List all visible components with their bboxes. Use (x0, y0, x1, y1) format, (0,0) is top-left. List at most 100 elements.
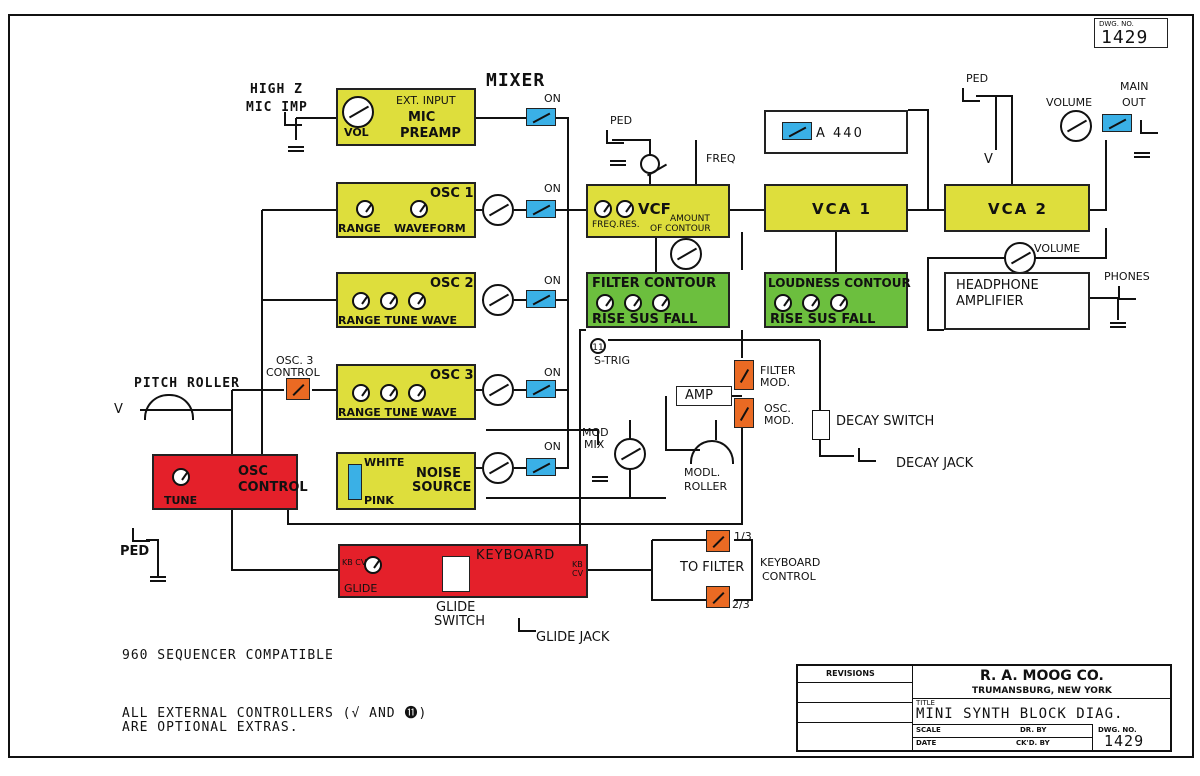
mixer-switch-osc2[interactable] (526, 290, 556, 308)
osc3-knob-labels: RANGE TUNE WAVE (338, 406, 457, 419)
glide-knob[interactable] (364, 556, 382, 574)
osc-mod-label-1: OSC. (764, 402, 791, 415)
glide-jack[interactable] (518, 618, 536, 632)
main-ped-label: PED (966, 72, 989, 85)
mic-input-jack[interactable] (284, 112, 302, 126)
filter-sus-knob[interactable] (624, 294, 642, 312)
mixer-switch-osc1[interactable] (526, 200, 556, 218)
keyboard-title: KEYBOARD (476, 548, 556, 563)
main-volume-label: VOLUME (1046, 96, 1093, 109)
keyboard-one-third-switch[interactable] (706, 530, 730, 552)
mixer-on-label-5: ON (544, 440, 561, 453)
loudness-fall-knob[interactable] (830, 294, 848, 312)
osc3-wave-knob[interactable] (408, 384, 426, 402)
noise-source-label-1: NOISE (416, 466, 462, 481)
mod-mix-label-1: MOD (582, 426, 609, 439)
phones-jack[interactable] (1118, 286, 1136, 300)
mixer-switch-osc3[interactable] (526, 380, 556, 398)
ped-jack-left[interactable] (132, 528, 150, 542)
ext-input-label: EXT. INPUT (396, 94, 456, 107)
osc1-waveform-knob[interactable] (410, 200, 428, 218)
vcf-contour-amount-pot[interactable] (670, 238, 702, 270)
mic-imp-label: MIC IMP (246, 100, 308, 115)
vcf-ped-pot[interactable] (640, 154, 660, 174)
keyboard-two-thirds-switch[interactable] (706, 586, 730, 608)
mixer-title: MIXER (486, 70, 546, 91)
main-out-label-1: MAIN (1120, 80, 1149, 93)
decay-jack[interactable] (858, 448, 876, 462)
main-ped-jack[interactable] (962, 88, 980, 102)
osc2-title: OSC 2 (430, 276, 474, 291)
noise-pink-label: PINK (364, 494, 394, 507)
mixer-noise-level-pot[interactable] (482, 452, 514, 484)
vcf-freq-knob[interactable] (594, 200, 612, 218)
decay-jack-label: DECAY JACK (896, 456, 974, 471)
modl-roller-label-1: MODL. (684, 466, 721, 479)
a440-switch[interactable] (782, 122, 812, 140)
osc3-tune-knob[interactable] (380, 384, 398, 402)
osc3-block: OSC 3 RANGE TUNE WAVE (336, 364, 476, 420)
vcf-freq-res-label: FREQ.RES. (592, 220, 640, 230)
filter-contour-knob-labels: RISE SUS FALL (592, 312, 698, 327)
osc2-range-knob[interactable] (352, 292, 370, 310)
vca1-label: VCA 1 (812, 200, 872, 218)
main-out-ground-icon (1134, 152, 1150, 162)
main-out-label-2: OUT (1122, 96, 1146, 109)
ped-label-left: PED (120, 544, 150, 559)
one-third-label: 1/3 (734, 530, 752, 543)
drawing-number-label: DWG. NO. (1099, 20, 1134, 28)
filter-fall-knob[interactable] (652, 294, 670, 312)
sequencer-note: 960 SEQUENCER COMPATIBLE (122, 648, 334, 663)
vcf-res-knob[interactable] (616, 200, 634, 218)
keyboard-control-label-2: CONTROL (762, 570, 816, 583)
loudness-sus-knob[interactable] (802, 294, 820, 312)
mixer-switch-noise[interactable] (526, 458, 556, 476)
osc-mod-switch[interactable] (734, 398, 754, 428)
glide-switch[interactable] (442, 556, 470, 592)
tune-knob[interactable] (172, 468, 190, 486)
noise-source-label-2: SOURCE (412, 480, 472, 495)
main-volume-pot[interactable] (1060, 110, 1092, 142)
s-trig-icon[interactable]: 11 (590, 338, 606, 354)
company-name: R. A. MOOG CO. (980, 668, 1104, 684)
keyboard-glide-label: GLIDE (344, 582, 378, 595)
osc1-waveform-label: WAVEFORM (394, 222, 466, 235)
filter-mod-label-1: FILTER (760, 364, 796, 377)
title-dwg-no-label: DWG. NO. (1098, 726, 1137, 734)
filter-mod-switch[interactable] (734, 360, 754, 390)
decay-switch-icon[interactable] (812, 410, 830, 440)
vcf-freq-label: FREQ (706, 152, 736, 165)
mic-volume-pot[interactable] (342, 96, 374, 128)
keyboard-control-label-1: KEYBOARD (760, 556, 821, 569)
osc-control-label-2: CONTROL (238, 480, 308, 495)
ped-ground-icon (150, 576, 166, 586)
osc3-range-knob[interactable] (352, 384, 370, 402)
drawing-number: 1429 (1101, 27, 1149, 48)
osc2-tune-knob[interactable] (380, 292, 398, 310)
loudness-rise-knob[interactable] (774, 294, 792, 312)
headphone-volume-pot[interactable] (1004, 242, 1036, 274)
main-out-switch[interactable] (1102, 114, 1132, 132)
glide-switch-label-2: SWITCH (434, 614, 485, 629)
noise-color-switch[interactable] (348, 464, 362, 500)
mod-mix-pot[interactable] (614, 438, 646, 470)
external-controllers-note-2: ARE OPTIONAL EXTRAS. (122, 720, 299, 735)
mic-preamp-label-1: MIC (408, 110, 436, 125)
osc-control-label-1: OSC (238, 464, 268, 479)
mixer-osc2-level-pot[interactable] (482, 284, 514, 316)
headphone-label-2: AMPLIFIER (956, 294, 1024, 309)
mic-high-z-label: HIGH Z (250, 82, 303, 97)
filter-rise-knob[interactable] (596, 294, 614, 312)
mixer-osc3-level-pot[interactable] (482, 374, 514, 406)
vcf-ped-jack[interactable] (606, 130, 624, 144)
drawing-title: MINI SYNTH BLOCK DIAG. (916, 706, 1124, 722)
osc1-range-knob[interactable] (356, 200, 374, 218)
vcf-title: VCF (638, 200, 671, 218)
filter-contour-block: FILTER CONTOUR RISE SUS FALL (586, 272, 730, 328)
mixer-switch-ext[interactable] (526, 108, 556, 126)
main-out-jack[interactable] (1140, 120, 1158, 134)
mixer-osc1-level-pot[interactable] (482, 194, 514, 226)
vcf-ped-label: PED (610, 114, 633, 127)
osc3-control-switch[interactable] (286, 378, 310, 400)
osc2-wave-knob[interactable] (408, 292, 426, 310)
